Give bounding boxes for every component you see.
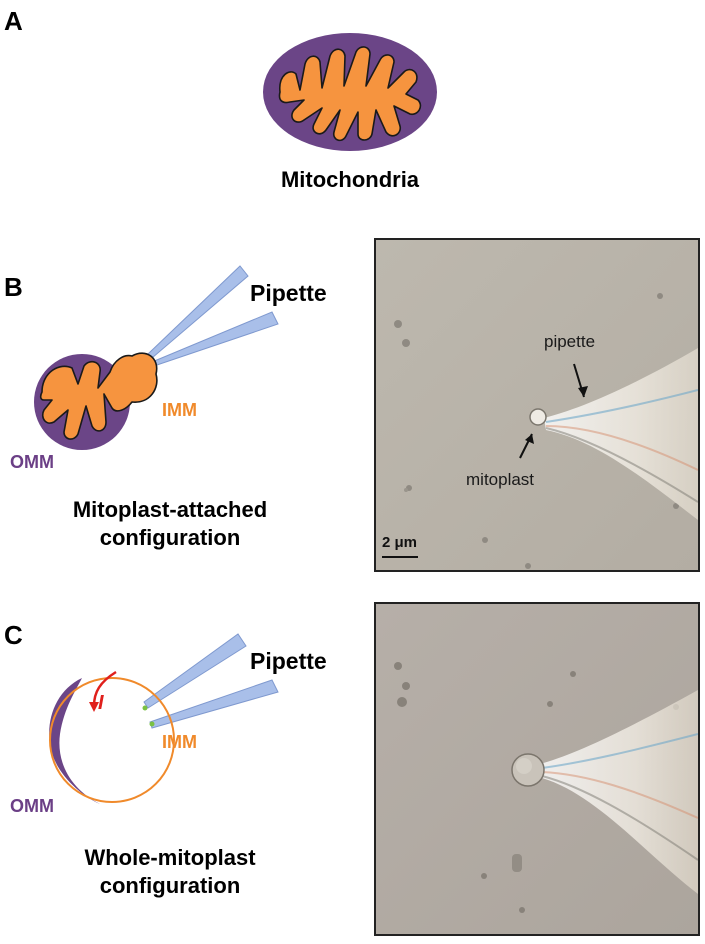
- current-label: I: [98, 692, 104, 714]
- panel-c-caption: Whole-mitoplast configuration: [20, 844, 320, 900]
- micrograph-c: [374, 602, 700, 936]
- panel-c-omm-label: OMM: [10, 796, 54, 816]
- panel-letter-b: B: [4, 272, 23, 302]
- scale-bar-label: 2 μm: [382, 534, 418, 551]
- imm-body: [39, 352, 158, 440]
- omm-crescent: [49, 678, 100, 804]
- imm-membrane: [49, 677, 175, 803]
- panel-c-caption-line2: configuration: [99, 873, 241, 898]
- panel-letter-c: C: [4, 620, 23, 650]
- whole-mitoplast-diagram: [49, 633, 279, 804]
- panel-letter-a: A: [4, 6, 23, 36]
- seal-point-lower: [149, 721, 155, 727]
- panel-a-caption: Mitochondria: [280, 167, 420, 192]
- seal-point-upper: [142, 705, 148, 711]
- panel-c-imm-label: IMM: [162, 732, 197, 752]
- panel-c-caption-line1: Whole-mitoplast: [84, 845, 256, 870]
- panel-b-omm-label: OMM: [10, 452, 54, 472]
- panel-b-pipette-label: Pipette: [250, 280, 327, 306]
- micrograph-c-image: [376, 604, 698, 934]
- panel-b-caption: Mitoplast-attached configuration: [20, 496, 320, 552]
- matrix-cristae: [278, 46, 422, 142]
- micrograph-pipette-label: pipette: [544, 332, 596, 351]
- panel-b-imm-label: IMM: [162, 400, 197, 420]
- micrograph-b-image: [376, 240, 698, 570]
- mitoplast-attached-diagram: [34, 265, 279, 450]
- panel-b-caption-line2: configuration: [99, 525, 241, 550]
- pipette-upper: [143, 633, 247, 709]
- panel-c-pipette-label: Pipette: [250, 648, 327, 674]
- mitochondrion-illustration: [263, 33, 437, 151]
- micrograph-mitoplast-label: mitoplast: [466, 470, 535, 489]
- micrograph-b: pipette mitoplast 2 μm: [374, 238, 700, 572]
- panel-b-caption-line1: Mitoplast-attached: [72, 497, 268, 522]
